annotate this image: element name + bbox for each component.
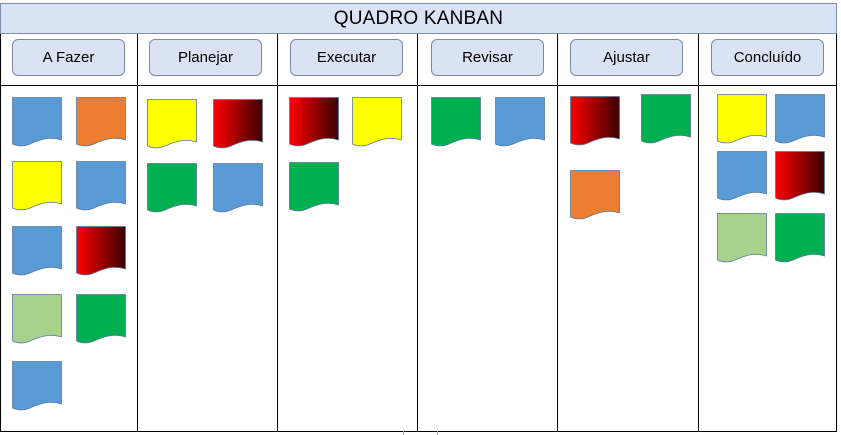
scroll-tick-mark [403,431,404,435]
card-shape [76,97,126,147]
kanban-card-blue[interactable] [12,226,62,276]
card-shape [717,213,767,263]
card-shape [495,97,545,147]
card-shape [289,162,339,212]
kanban-card-green[interactable] [147,163,197,213]
card-shape [76,161,126,211]
column-ajustar: Ajustar [557,34,698,431]
column-concluido: Concluído [698,34,837,431]
header-divider [1,85,836,86]
column-header-executar[interactable]: Executar [290,39,403,76]
kanban-card-orange[interactable] [570,170,620,220]
board-title-bar: QUADRO KANBAN [0,3,837,34]
card-shape [717,151,767,201]
card-shape [12,161,62,211]
kanban-card-blue[interactable] [213,163,263,213]
kanban-card-blue[interactable] [717,151,767,201]
column-header-ajustar[interactable]: Ajustar [570,39,683,76]
column-header-a-fazer[interactable]: A Fazer [12,39,125,76]
kanban-card-red[interactable] [775,151,825,201]
card-shape [147,163,197,213]
card-shape [775,151,825,201]
card-shape [76,226,126,276]
card-shape [76,294,126,344]
card-shape [12,226,62,276]
card-shape [641,94,691,144]
kanban-card-blue[interactable] [495,97,545,147]
kanban-card-yellow[interactable] [147,99,197,149]
column-header-label: A Fazer [42,49,95,66]
kanban-card-green[interactable] [289,162,339,212]
card-shape [717,94,767,144]
kanban-card-red[interactable] [289,97,339,147]
board-title: QUADRO KANBAN [333,7,504,29]
card-shape [431,97,481,147]
kanban-card-green[interactable] [641,94,691,144]
kanban-card-red[interactable] [213,99,263,149]
card-shape [352,97,402,147]
card-shape [570,96,620,146]
board-grid: A Fazer Planejar Executar Revisar Ajusta… [0,34,837,432]
card-shape [775,213,825,263]
card-shape [775,94,825,144]
card-shape [213,99,263,149]
column-revisar: Revisar [417,34,557,431]
kanban-card-green[interactable] [76,294,126,344]
column-header-planejar[interactable]: Planejar [149,39,262,76]
column-header-concluido[interactable]: Concluído [711,39,824,76]
column-header-label: Executar [316,49,377,66]
card-shape [12,361,62,411]
scroll-tick-mark [437,431,438,435]
kanban-card-light-green[interactable] [12,294,62,344]
kanban-card-orange[interactable] [76,97,126,147]
card-shape [289,97,339,147]
kanban-card-yellow[interactable] [12,161,62,211]
kanban-card-light-green[interactable] [717,213,767,263]
kanban-card-blue[interactable] [12,97,62,147]
kanban-card-yellow[interactable] [717,94,767,144]
card-shape [12,97,62,147]
column-header-revisar[interactable]: Revisar [431,39,544,76]
kanban-card-green[interactable] [775,213,825,263]
column-executar: Executar [277,34,417,431]
column-header-label: Concluído [733,49,802,66]
kanban-card-blue[interactable] [76,161,126,211]
column-header-label: Revisar [462,49,513,66]
kanban-card-red[interactable] [76,226,126,276]
card-shape [147,99,197,149]
kanban-card-blue[interactable] [775,94,825,144]
kanban-card-red[interactable] [570,96,620,146]
kanban-card-blue[interactable] [12,361,62,411]
column-header-label: Ajustar [603,49,650,66]
kanban-card-green[interactable] [431,97,481,147]
column-planejar: Planejar [137,34,277,431]
column-header-label: Planejar [177,49,234,66]
column-a-fazer: A Fazer [1,34,137,431]
card-shape [213,163,263,213]
card-shape [12,294,62,344]
kanban-card-yellow[interactable] [352,97,402,147]
card-shape [570,170,620,220]
